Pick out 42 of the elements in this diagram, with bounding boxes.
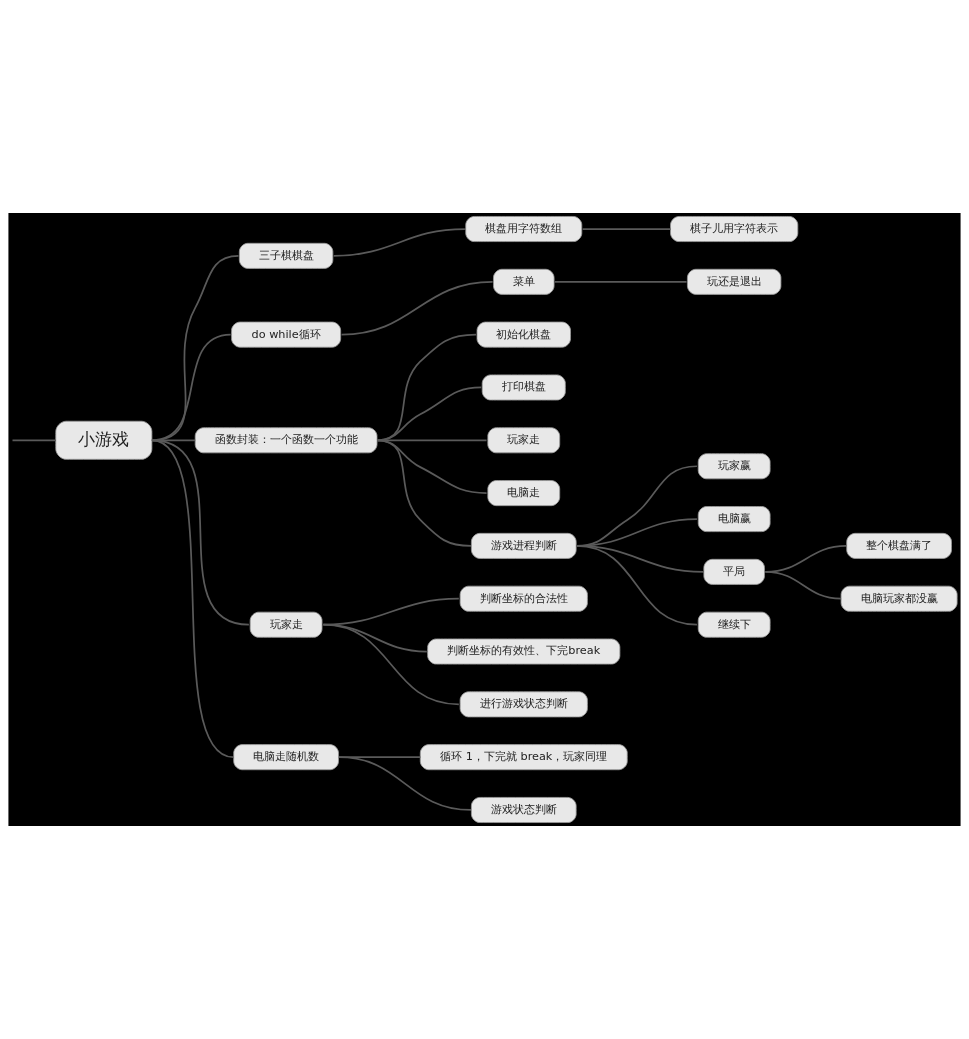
node-box: 电脑走 xyxy=(487,480,561,507)
connector xyxy=(581,228,672,230)
node-box: 电脑玩家都没赢 xyxy=(840,585,958,612)
node-box: do while循环 xyxy=(231,321,342,348)
node-box: 判断坐标的合法性 xyxy=(459,585,588,612)
connector xyxy=(376,439,488,442)
node-box: 棋子儿用字符表示 xyxy=(670,216,799,242)
connector xyxy=(338,756,472,811)
node-box: 循环 1，下完就 break，玩家同理 xyxy=(419,744,628,771)
node-box: 棋盘用字符数组 xyxy=(465,216,583,242)
connector xyxy=(151,255,240,442)
node-box: 玩家走 xyxy=(249,611,323,638)
connector xyxy=(151,439,197,442)
node-box: 游戏状态判断 xyxy=(470,797,577,823)
node-box: 三子棋棋盘 xyxy=(238,242,334,269)
node-box: 玩家走 xyxy=(487,427,561,454)
connector xyxy=(332,228,466,257)
node-box: 初始化棋盘 xyxy=(476,321,571,348)
node-box: 电脑走随机数 xyxy=(233,744,339,771)
connector xyxy=(764,571,842,600)
node-box: 小游戏 xyxy=(55,420,153,460)
connector xyxy=(151,439,235,759)
node-box: 继续下 xyxy=(697,611,771,638)
connector xyxy=(151,439,250,626)
connector xyxy=(340,280,494,336)
connector xyxy=(554,280,688,283)
connector xyxy=(322,623,460,706)
node-box: 玩家赢 xyxy=(697,453,771,480)
node-box: 进行游戏状态判断 xyxy=(459,691,588,718)
connector xyxy=(151,333,232,442)
node-box: 电脑赢 xyxy=(697,506,771,533)
connector xyxy=(376,439,472,547)
node-box: 平局 xyxy=(703,558,765,585)
node-box: 打印棋盘 xyxy=(481,374,566,401)
node-box: 玩还是退出 xyxy=(686,268,782,295)
connector xyxy=(376,439,488,494)
node-box: 菜单 xyxy=(493,268,555,295)
node-box: 游戏进程判断 xyxy=(470,532,577,559)
node-box: 判断坐标的有效性、下完break xyxy=(427,638,621,665)
node-box: 整个棋盘满了 xyxy=(846,532,952,559)
connector xyxy=(11,439,57,442)
node-box: 函数封装：一个函数一个功能 xyxy=(194,427,378,454)
